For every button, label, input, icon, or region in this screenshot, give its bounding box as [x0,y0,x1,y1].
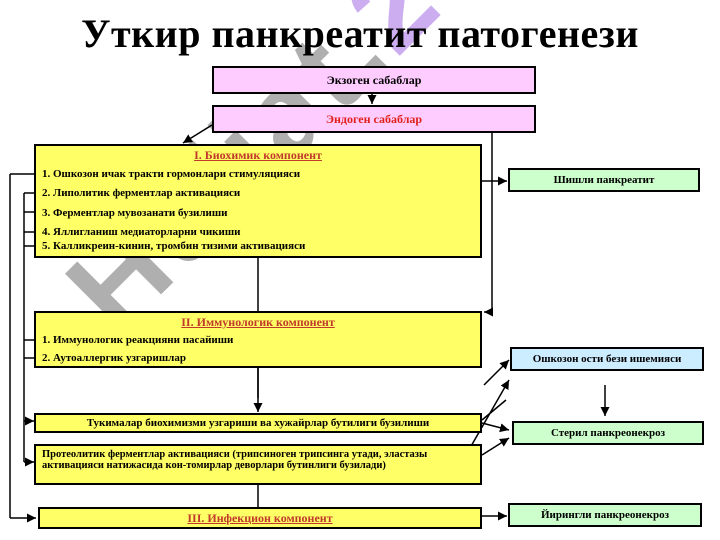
infection-component-box: III. Инфекцион компонент [38,507,482,529]
biochemical-component-box: I. Биохимик компонент 1. Ошкозон ичак тр… [34,144,482,258]
edematous-label: Шишли панкреатит [553,174,655,186]
tissue-biochemistry-box: Тукималар биохимизми узгариши ва хужайрл… [34,413,482,433]
infection-label: III. Инфекцион компонент [187,510,333,525]
sterile-necrosis-box: Стерил панкреонекроз [512,421,704,445]
sterile-label: Стерил панкреонекроз [550,427,666,439]
endogenous-causes-box: Эндоген сабаблар [212,105,536,133]
immuno-item-2: 2. Аутоаллергик узгаришлар [42,352,186,364]
biochem-item-5: 5. Калликреин-кинин, тромбин тизими акти… [42,240,306,252]
edematous-pancreatitis-box: Шишли панкреатит [508,168,700,192]
biochemical-heading: I. Биохимик компонент [194,148,322,162]
exogenous-label: Экзоген сабаблар [326,72,422,87]
page-title: Уткир панкреатит патогенези [81,11,639,56]
purulent-necrosis-box: Йирингли панкреонекроз [508,503,702,527]
ischemia-label: Ошкозон ости бези ишемияси [532,353,682,365]
proteolytic-activation-box: Протеолитик ферментлар активацияси (трип… [34,444,482,485]
exogenous-causes-box: Экзоген сабаблар [212,66,536,94]
biochem-item-1: 1. Ошкозон ичак тракти гормонлари стимул… [42,168,301,180]
purulent-label: Йирингли панкреонекроз [541,509,669,521]
proteolytic-label: Протеолитик ферментлар активацияси (трип… [42,449,428,471]
immunological-component-box: II. Иммунологик компонент 1. Иммунологик… [34,311,482,368]
biochem-item-4: 4. Яллигланиш медиаторларни чикиши [42,226,241,238]
tissue-label: Тукималар биохимизми узгариши ва хужайрл… [86,417,430,429]
pancreas-ischemia-box: Ошкозон ости бези ишемияси [510,347,704,371]
immunological-heading: II. Иммунологик компонент [181,315,335,329]
immuno-item-1: 1. Иммунологик реакцияни пасайиши [42,334,234,346]
biochem-item-3: 3. Ферментлар мувозанати бузилиши [42,207,228,219]
biochem-item-2: 2. Липолитик ферментлар активацияси [42,187,241,199]
endogenous-label: Эндоген сабаблар [325,111,423,126]
